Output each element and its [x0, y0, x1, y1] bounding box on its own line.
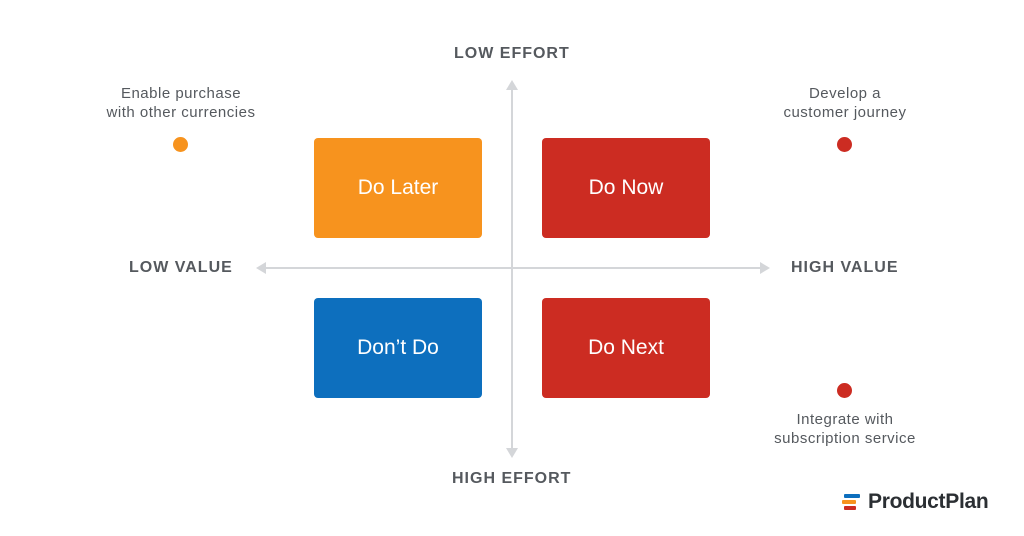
note-develop-journey: Develop a customer journey	[745, 84, 945, 122]
note-line: Integrate with	[796, 411, 894, 428]
note-line: Develop a	[808, 85, 882, 102]
note-dot-develop-journey	[837, 137, 852, 152]
quadrant-label: Do Now	[588, 176, 664, 199]
arrow-right-icon	[760, 262, 770, 274]
note-line: subscription service	[774, 430, 916, 447]
axis-label-high-value: HIGH VALUE	[791, 259, 899, 276]
quadrant-do-next: Do Next	[542, 298, 710, 398]
arrow-up-icon	[506, 80, 518, 90]
note-integrate-subscription: Integrate with subscription service	[745, 410, 945, 448]
note-enable-purchase: Enable purchase with other currencies	[81, 84, 281, 122]
quadrant-do-now: Do Now	[542, 138, 710, 238]
axis-label-high-effort: HIGH EFFORT	[452, 470, 572, 487]
quadrant-do-later: Do Later	[314, 138, 482, 238]
quadrant-label: Do Next	[588, 336, 664, 359]
note-line: Enable purchase	[120, 85, 242, 102]
quadrant-dont-do: Don’t Do	[314, 298, 482, 398]
quadrant-label: Don’t Do	[357, 336, 439, 359]
arrow-left-icon	[256, 262, 266, 274]
note-line: with other currencies	[106, 104, 256, 121]
horizontal-axis	[256, 262, 770, 274]
productplan-mark-icon	[842, 492, 862, 512]
productplan-logo: ProductPlan	[842, 490, 989, 514]
note-line: customer journey	[783, 104, 907, 121]
axis-label-low-effort: LOW EFFORT	[454, 45, 570, 62]
note-dot-enable-purchase	[173, 137, 188, 152]
note-dot-integrate-subscription	[837, 383, 852, 398]
quadrant-label: Do Later	[357, 176, 439, 199]
axis-label-low-value: LOW VALUE	[129, 259, 233, 276]
arrow-down-icon	[506, 448, 518, 458]
brand-name: ProductPlan	[868, 490, 989, 513]
